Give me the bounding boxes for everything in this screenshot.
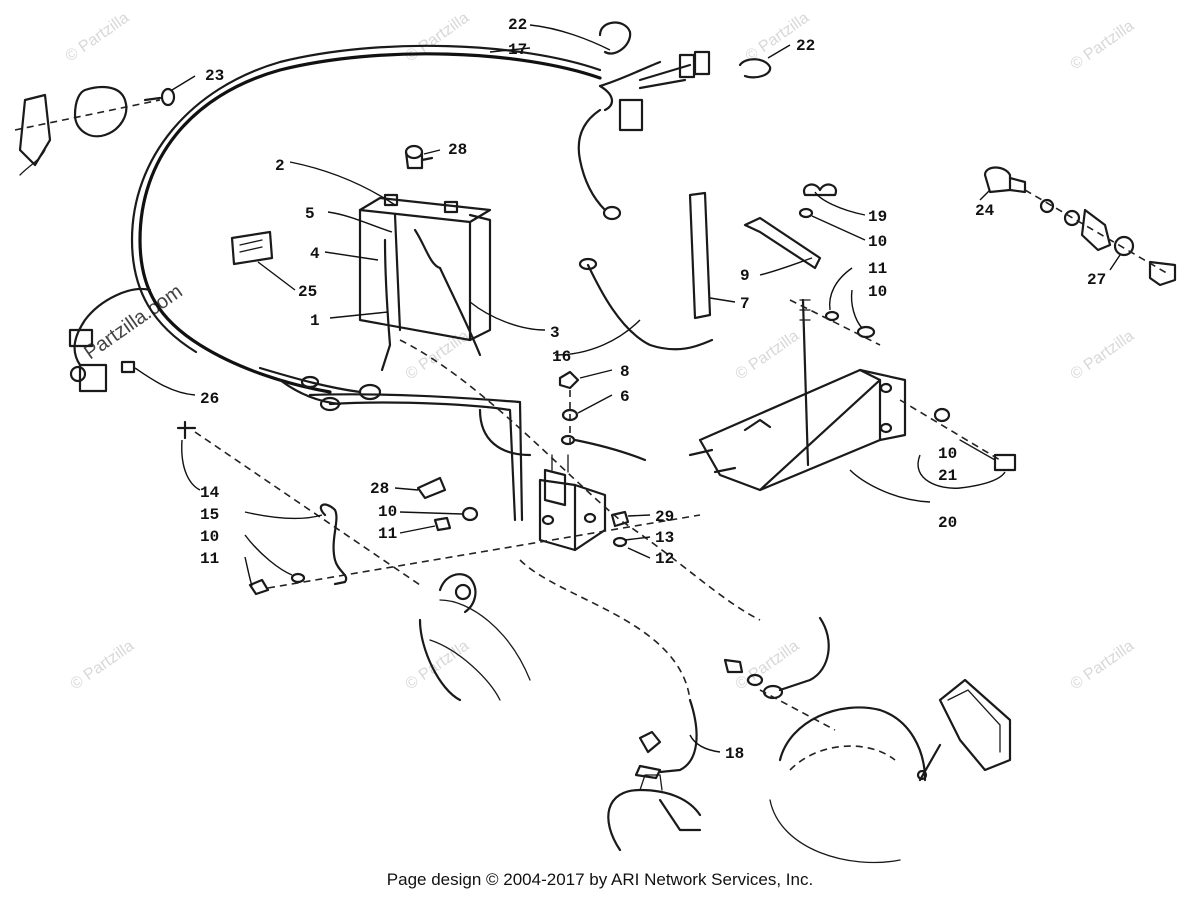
solenoid-wires	[308, 339, 761, 701]
callout-18: 18	[725, 745, 744, 763]
battery-label	[230, 230, 274, 266]
callouts: 1 2 3 4 5 6 7 8 9 10 10 10 10 10 11 11 1…	[200, 16, 1106, 763]
callout-1: 1	[310, 312, 320, 330]
callout-28-a: 28	[448, 141, 467, 159]
callout-28-b: 28	[370, 480, 389, 498]
watermark: © Partzilla	[403, 327, 473, 383]
callout-2: 2	[275, 157, 285, 175]
watermark: © Partzilla	[1068, 327, 1138, 383]
battery-hold-down	[688, 183, 838, 467]
callout-26: 26	[200, 390, 219, 408]
battery-cables	[438, 257, 714, 357]
watermark: © Partzilla	[403, 637, 473, 693]
watermark: © Partzilla	[1068, 637, 1138, 693]
callout-5: 5	[305, 205, 315, 223]
callout-11-a: 11	[868, 260, 887, 278]
callout-8: 8	[620, 363, 630, 381]
callout-17: 17	[508, 41, 527, 59]
left-bracket-assembly	[14, 85, 176, 176]
callout-21: 21	[938, 467, 957, 485]
callout-22-a: 22	[508, 16, 527, 34]
callout-10-d: 10	[378, 503, 397, 521]
watermark: © Partzilla	[733, 637, 803, 693]
battery-tray	[688, 368, 907, 492]
exhaust-pipe	[607, 774, 702, 852]
callout-12: 12	[655, 550, 674, 568]
callout-10-e: 10	[200, 528, 219, 546]
starter-solenoid	[538, 454, 607, 552]
callout-9: 9	[740, 267, 750, 285]
solenoid-hardware	[416, 370, 630, 548]
copyright-footer: Page design © 2004-2017 by ARI Network S…	[386, 870, 814, 889]
callout-13: 13	[655, 529, 674, 547]
ground-cables	[634, 616, 836, 780]
callout-27: 27	[1087, 271, 1106, 289]
callout-22-b: 22	[796, 37, 815, 55]
callout-7: 7	[740, 295, 750, 313]
callout-29: 29	[655, 508, 674, 526]
wire-harness-main	[68, 44, 711, 412]
battery	[358, 193, 492, 372]
tray-bolt	[899, 399, 1017, 472]
watermark: © Partzilla	[1068, 17, 1138, 73]
wire-clips	[598, 21, 772, 79]
leader-lines	[134, 24, 1121, 753]
callout-6: 6	[620, 388, 630, 406]
ground-strap-left	[176, 420, 701, 596]
callout-3: 3	[550, 324, 560, 342]
callout-25: 25	[298, 283, 317, 301]
callout-10-c: 10	[938, 445, 957, 463]
callout-16: 16	[552, 348, 571, 366]
callout-10-b: 10	[868, 283, 887, 301]
watermark: © Partzilla	[68, 637, 138, 693]
terminal-cover-top	[404, 144, 434, 170]
callout-23: 23	[205, 67, 224, 85]
watermark: © Partzilla	[403, 9, 473, 65]
watermark: © Partzilla	[63, 9, 133, 65]
callout-14: 14	[200, 484, 220, 502]
callout-4: 4	[310, 245, 320, 263]
callout-19: 19	[868, 208, 887, 226]
watermark: © Partzilla	[733, 327, 803, 383]
watermarks: © Partzilla © Partzilla © Partzilla © Pa…	[63, 9, 1138, 693]
switch-assembly	[983, 166, 1177, 287]
callout-11-c: 11	[200, 550, 219, 568]
engine-housing-left	[418, 573, 531, 702]
callout-15: 15	[200, 506, 219, 524]
callout-11-b: 11	[378, 525, 397, 543]
callout-10-a: 10	[868, 233, 887, 251]
callout-24: 24	[975, 202, 995, 220]
callout-20: 20	[938, 514, 957, 532]
washer-nut-right	[789, 299, 881, 346]
engine-housing-right	[769, 678, 1012, 864]
